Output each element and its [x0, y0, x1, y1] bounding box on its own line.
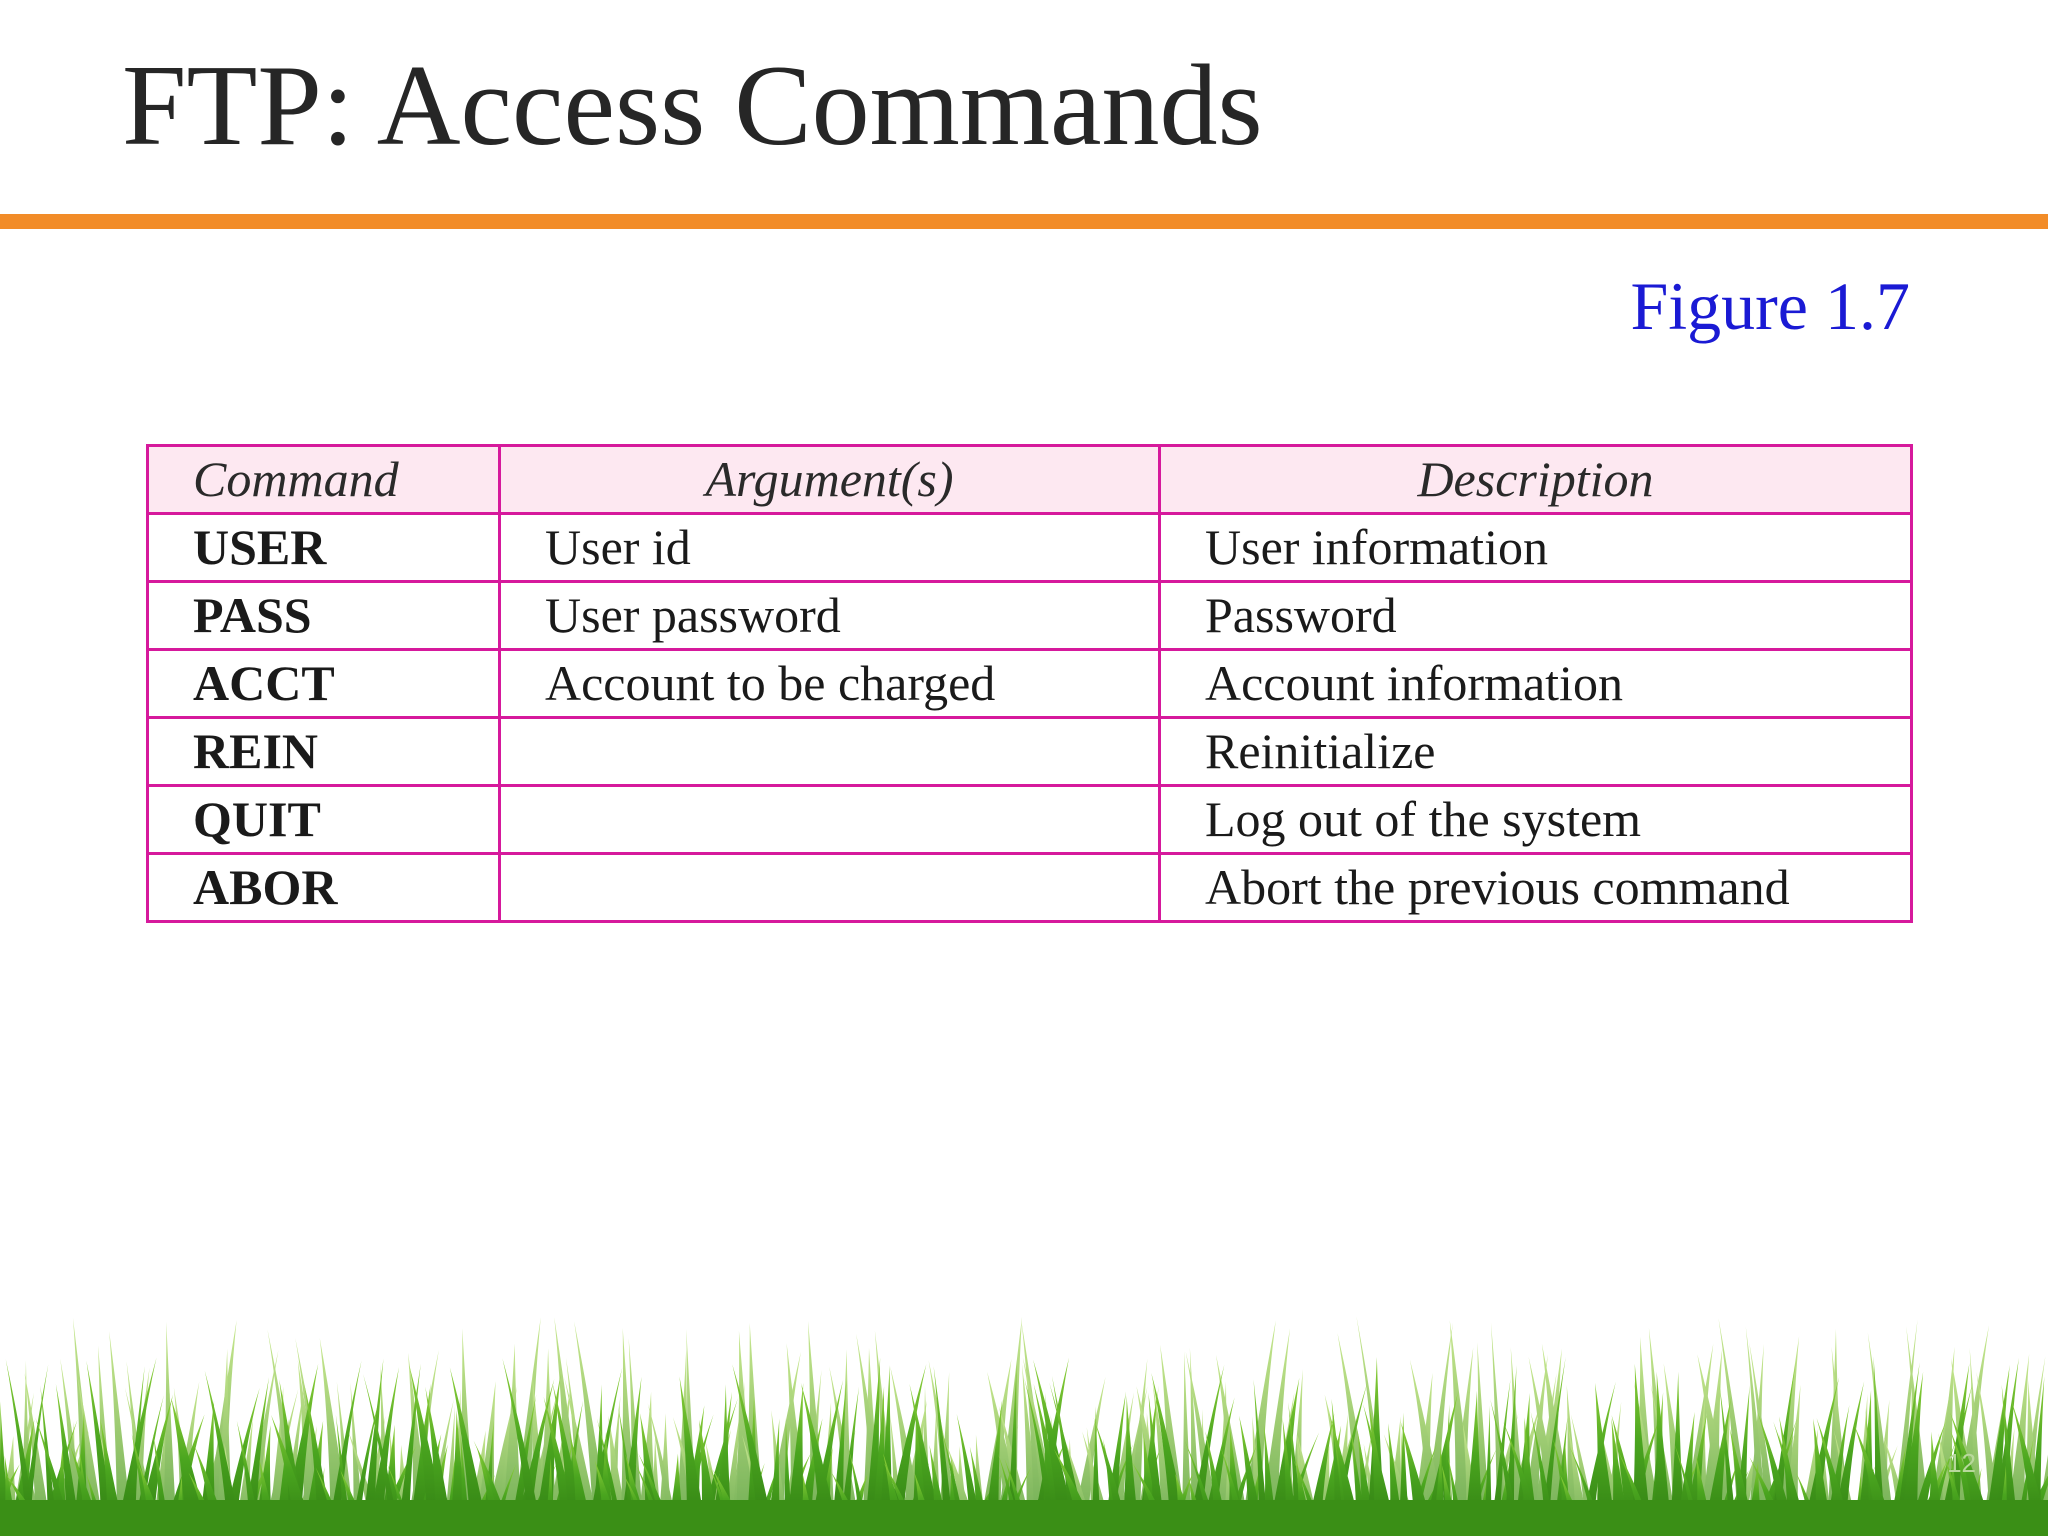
access-commands-table: Command Argument(s) Description USER Use… [146, 444, 1913, 923]
figure-label: Figure 1.7 [1630, 268, 1910, 344]
command-cell: PASS [146, 580, 501, 651]
arguments-cell: User password [498, 580, 1161, 651]
table-row: ABOR Abort the previous command [146, 852, 1913, 923]
table-row: QUIT Log out of the system [146, 784, 1913, 855]
command-cell: REIN [146, 716, 501, 787]
header-command: Command [146, 444, 501, 515]
description-cell: Reinitialize [1158, 716, 1913, 787]
page-number: 12 [1947, 1448, 1976, 1478]
arguments-cell [498, 784, 1161, 855]
arguments-cell [498, 716, 1161, 787]
table-row: ACCT Account to be charged Account infor… [146, 648, 1913, 719]
description-cell: User information [1158, 512, 1913, 583]
command-cell: ABOR [146, 852, 501, 923]
table-header-row: Command Argument(s) Description [146, 444, 1913, 515]
table-row: PASS User password Password [146, 580, 1913, 651]
slide-title: FTP: Access Commands [122, 42, 1263, 170]
title-accent-bar [0, 214, 2048, 229]
description-cell: Log out of the system [1158, 784, 1913, 855]
command-cell: USER [146, 512, 501, 583]
grass-illustration [0, 1316, 2048, 1536]
table-row: USER User id User information [146, 512, 1913, 583]
arguments-cell: Account to be charged [498, 648, 1161, 719]
command-cell: ACCT [146, 648, 501, 719]
table-row: REIN Reinitialize [146, 716, 1913, 787]
description-cell: Abort the previous command [1158, 852, 1913, 923]
header-description: Description [1158, 444, 1913, 515]
arguments-cell: User id [498, 512, 1161, 583]
header-arguments: Argument(s) [498, 444, 1161, 515]
arguments-cell [498, 852, 1161, 923]
description-cell: Account information [1158, 648, 1913, 719]
command-cell: QUIT [146, 784, 501, 855]
description-cell: Password [1158, 580, 1913, 651]
